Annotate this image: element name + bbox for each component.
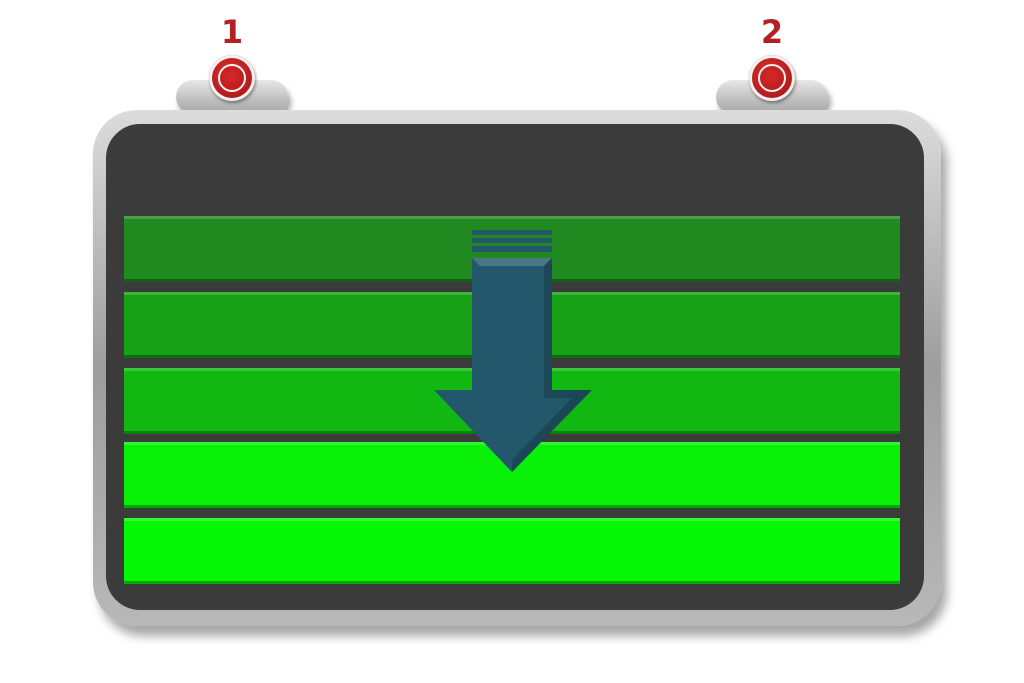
battery-terminal-icon xyxy=(749,55,795,101)
charge-bar-1 xyxy=(124,216,900,282)
battery-cell xyxy=(106,124,924,610)
terminal-1 xyxy=(176,55,288,114)
terminal-label-1: 1 xyxy=(220,13,244,51)
charge-bar-3 xyxy=(124,368,900,434)
charge-bar-5 xyxy=(124,518,900,584)
charge-bar-4 xyxy=(124,442,900,508)
battery-terminal-icon xyxy=(209,55,255,101)
charge-bar-2 xyxy=(124,292,900,358)
terminal-label-2: 2 xyxy=(760,13,784,51)
terminal-2 xyxy=(716,55,828,114)
battery-frame xyxy=(93,110,941,626)
